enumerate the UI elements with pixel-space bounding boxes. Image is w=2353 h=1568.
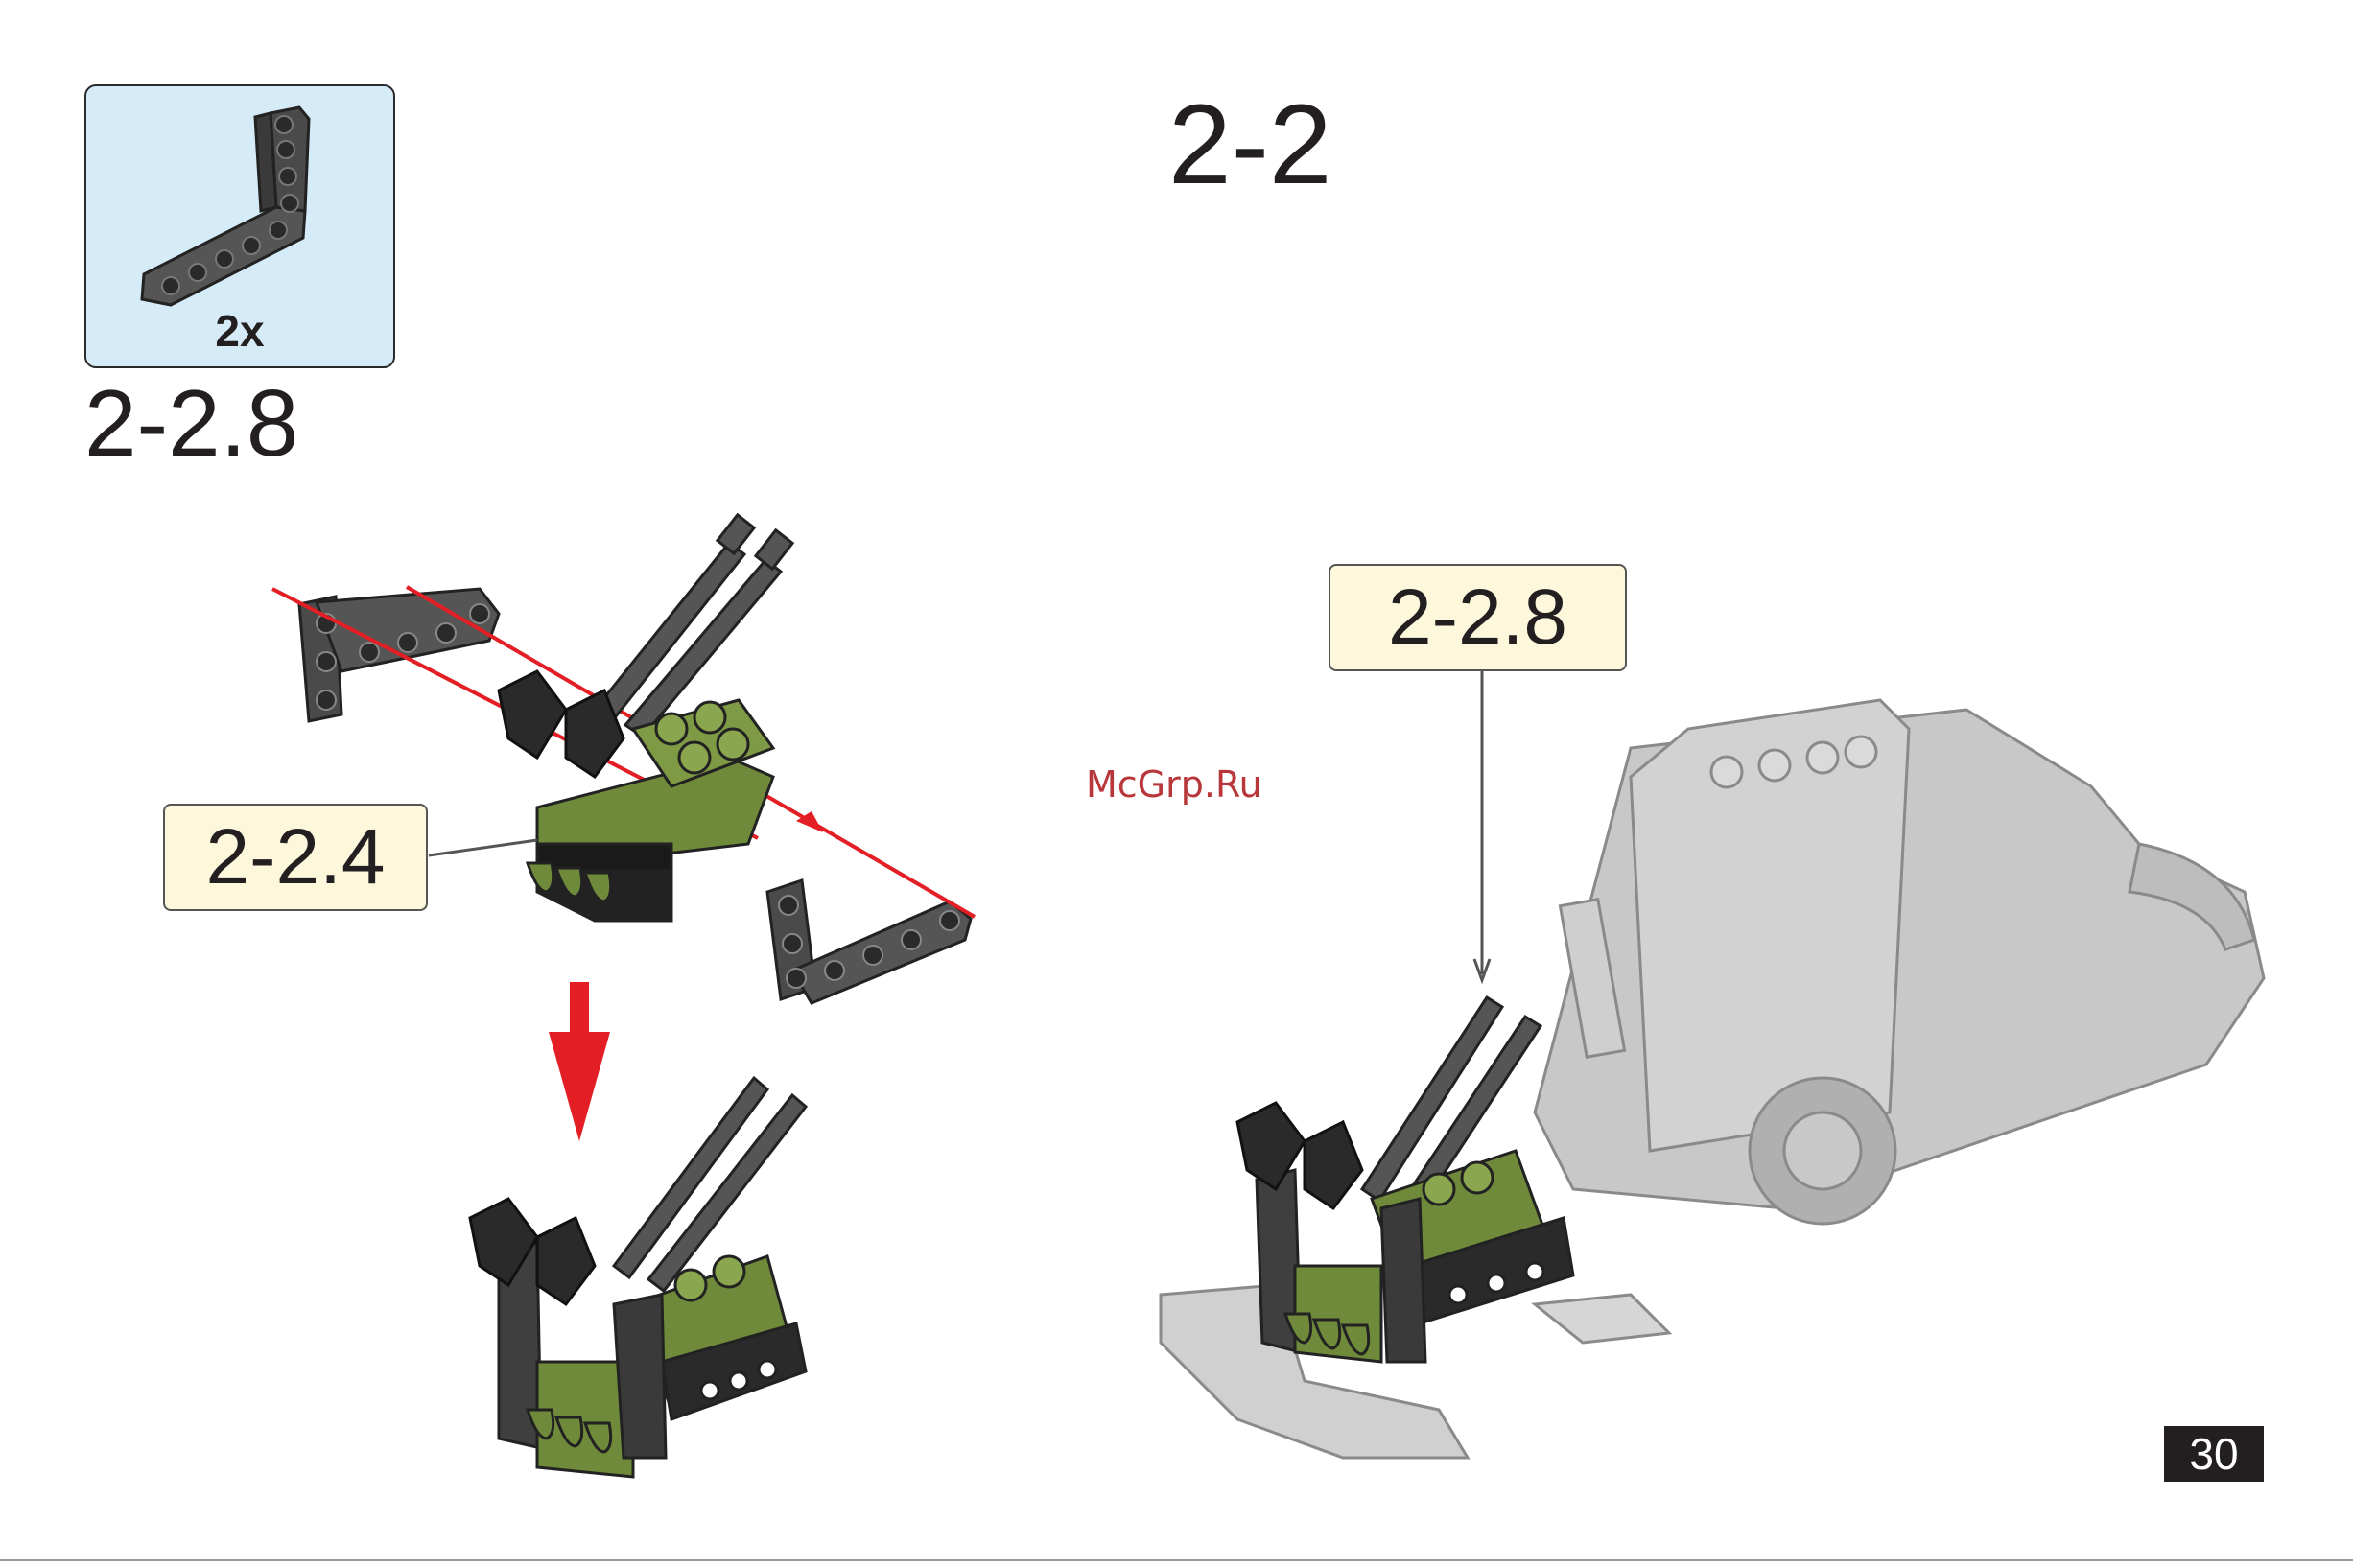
callout-main-assembly: 2-2.8 bbox=[1329, 564, 1627, 671]
watermark: McGrp.Ru bbox=[1086, 763, 1262, 806]
exploded-subassembly bbox=[272, 515, 975, 1003]
completed-subassembly bbox=[470, 1078, 806, 1477]
page-number: 30 bbox=[2164, 1426, 2264, 1482]
down-arrow bbox=[549, 982, 610, 1141]
attached-subassembly bbox=[1237, 671, 1573, 1362]
footer-divider bbox=[0, 1559, 2353, 1561]
callout-sub-assembly: 2-2.4 bbox=[163, 804, 428, 911]
